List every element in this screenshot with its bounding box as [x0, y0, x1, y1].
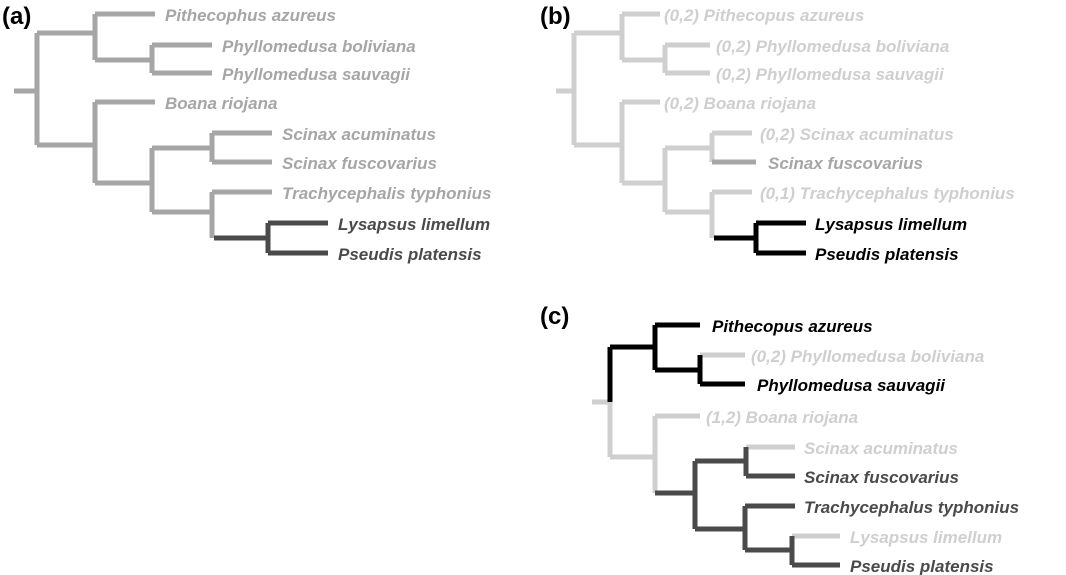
panel-b-branches	[556, 11, 752, 238]
panel-c-branches-light	[592, 352, 840, 539]
branch-pseudinae	[745, 536, 795, 565]
tip-label: (0,2) Phyllomedusa boliviana	[751, 347, 984, 366]
tip-label: Lysapsus limellum	[815, 215, 967, 234]
branch-scinax-clade	[152, 133, 215, 162]
tip-label: Pseudis platensis	[850, 557, 994, 575]
branch-lophyohylini	[695, 506, 748, 550]
panel-c-tips: Pithecopus azureus (0,2) Phyllomedusa bo…	[706, 317, 1019, 575]
branch-hylinae	[574, 102, 625, 183]
branch-phyllomedusa-clade	[95, 45, 155, 73]
tip-label: (0,2) Phyllomedusa boliviana	[716, 37, 949, 56]
panel-a-label: (a)	[2, 3, 31, 30]
tip-label: (0,2) Scinax acuminatus	[760, 125, 954, 144]
panel-a-branches	[14, 11, 272, 238]
branch-phyllomedusinae	[37, 14, 98, 60]
tip-label: Phyllomedusa sauvagii	[757, 376, 946, 395]
branch-hylinae	[37, 102, 98, 183]
branch-scinax-rest	[622, 148, 668, 212]
tip-label: Scinax acuminatus	[804, 439, 958, 458]
tip-label: Trachycephalis typhonius	[282, 184, 491, 203]
tip-label: (1,2) Boana riojana	[706, 408, 858, 427]
tip-label: Phyllomedusa sauvagii	[222, 65, 411, 84]
panel-c: (c) Pithecopus azureus	[540, 303, 1019, 575]
panel-a: (a) Pithecophus azureus Phyllomedus	[2, 3, 491, 264]
tip-label: (0,1) Trachycephalus typhonius	[760, 184, 1015, 203]
branch-phyllomedusa-clade	[622, 45, 668, 73]
panel-c-branches-dark	[655, 447, 840, 568]
branch-phyllomedusinae	[610, 325, 658, 370]
branch-phyllomedusa-clade	[655, 355, 703, 384]
panel-c-branches-black	[607, 322, 745, 402]
branch-lophyohylini	[665, 192, 715, 238]
tip-label: (0,2) Boana riojana	[664, 94, 816, 113]
tip-label: Scinax fuscovarius	[768, 154, 923, 173]
tip-label: Trachycephalus typhonius	[804, 498, 1019, 517]
branch-scinax-rest	[95, 148, 155, 212]
panel-a-tips: Pithecophus azureus Phyllomedusa bolivia…	[165, 6, 491, 264]
tip-label: (0,2) Pithecopus azureus	[664, 6, 864, 25]
tip-label: Lysapsus limellum	[850, 528, 1002, 547]
panel-c-label: (c)	[540, 303, 569, 330]
panel-b-tips: (0,2) Pithecopus azureus (0,2) Phyllomed…	[664, 6, 1015, 264]
tip-label: Pseudis platensis	[815, 245, 959, 264]
panel-b-branches-black	[714, 220, 806, 256]
branch-scinax-rest	[655, 461, 698, 529]
branch-scinax-clade	[665, 133, 715, 162]
tip-label: (0,2) Phyllomedusa sauvagii	[716, 65, 945, 84]
panel-a-branches-dark	[214, 220, 328, 256]
branch-hylinae	[610, 416, 658, 493]
branch-lophyohylini	[152, 192, 215, 238]
tip-label: Pithecophus azureus	[165, 6, 336, 25]
tip-label: Boana riojana	[165, 94, 277, 113]
tip-label: Phyllomedusa boliviana	[222, 37, 416, 56]
branch-scinax-clade	[695, 447, 749, 476]
tip-label: Pithecopus azureus	[712, 317, 873, 336]
branch-pseudinae	[714, 223, 759, 253]
tip-label: Pseudis platensis	[338, 245, 482, 264]
tip-label: Lysapsus limellum	[338, 215, 490, 234]
branch-pseudinae	[214, 223, 271, 253]
tip-label: Scinax fuscovarius	[804, 468, 959, 487]
panel-b-label: (b)	[540, 3, 571, 30]
tip-label: Scinax fuscovarius	[282, 154, 437, 173]
panel-b: (b) (0,2) Pithecopus azureus	[540, 3, 1015, 264]
tip-label: Scinax acuminatus	[282, 125, 436, 144]
branch-phyllomedusinae	[574, 14, 625, 60]
